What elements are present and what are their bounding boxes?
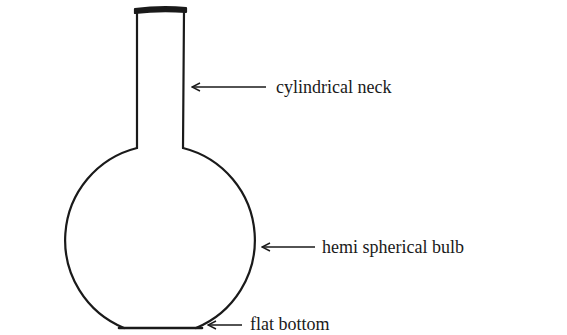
- part-label: cylindrical neck: [276, 77, 391, 97]
- leader-bottom: [208, 324, 242, 325]
- flask-neck-left: [136, 12, 138, 148]
- flask-neck-right: [183, 11, 184, 148]
- part-label: flat bottom: [250, 314, 330, 334]
- leader-bulb: [262, 246, 315, 247]
- flask-rim: [135, 7, 186, 13]
- flask-bulb-right: [183, 148, 255, 328]
- leader-neck: [192, 86, 266, 87]
- part-label: hemi spherical bulb: [322, 237, 464, 257]
- flask-bulb-left: [65, 148, 137, 328]
- flask-bottom: [119, 327, 202, 330]
